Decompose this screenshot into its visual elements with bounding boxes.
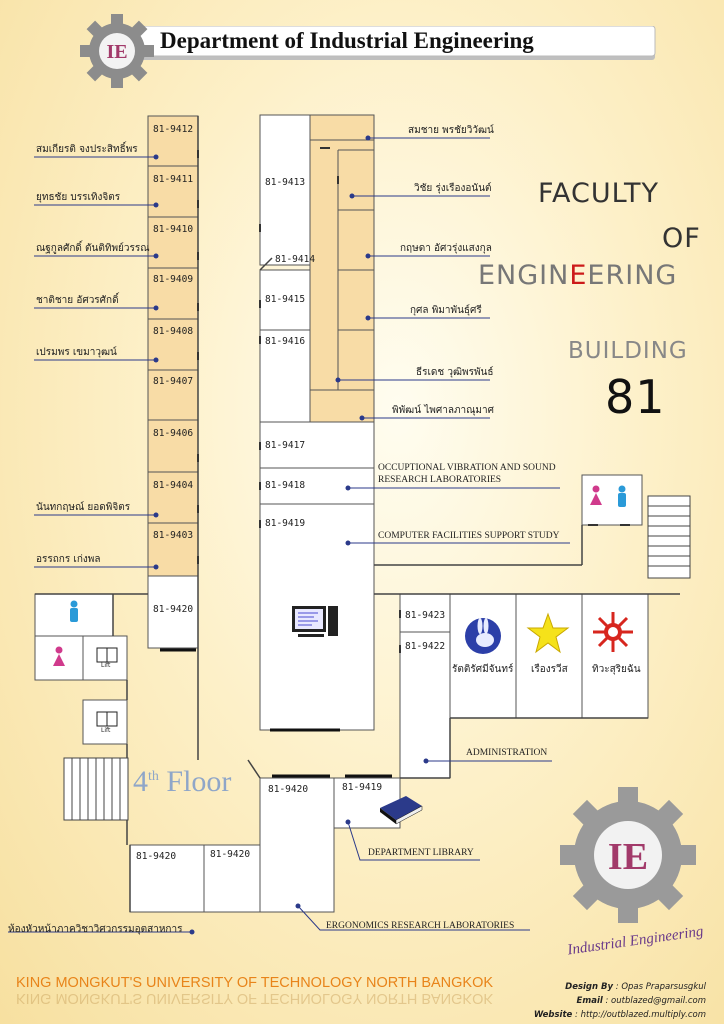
logo-caption: Industrial Engineering <box>565 924 704 955</box>
room-9410[interactable]: 81-9410 <box>153 224 194 235</box>
staff-label: ยุทธชัย บรรเทิงจิตร <box>36 192 121 203</box>
staff-label: กุศล พิมาพันธุ์ศรี <box>410 305 482 316</box>
star-room-label: เรืองรวีส <box>531 664 568 675</box>
room-9411[interactable]: 81-9411 <box>153 174 194 185</box>
room-9420-bottom[interactable]: 81-9420 <box>268 784 309 795</box>
staff-label: วิชัย รุ่งเรืองอนันต์ <box>414 183 492 194</box>
university-name: KING MONGKUT'S UNIVERSITY OF TECHNOLOGY … <box>16 975 494 991</box>
page-title: Department of Industrial Engineering <box>160 28 534 53</box>
room-9420-head-a[interactable]: 81-9420 <box>136 851 177 862</box>
room-9409[interactable]: 81-9409 <box>153 274 194 285</box>
lab-ergonomics: ERGONOMICS RESEARCH LABORATORIES <box>326 921 515 931</box>
staff-label: กฤษดา อัศวรุ่งแสงกุล <box>400 243 492 254</box>
staff-label: พิพัฒน์ ไพศาลภาณุมาศ <box>392 405 494 416</box>
female-restroom-icon <box>53 485 602 666</box>
faculty-line5: 81 <box>605 370 666 424</box>
staff-label: สมชาย พรชัยวิวัฒน์ <box>408 125 494 136</box>
staff-label: ชาติชาย อัศวรศักดิ์ <box>36 295 119 306</box>
staff-label: เปรมพร เขมาวุฒน์ <box>36 347 117 358</box>
room-9416[interactable]: 81-9416 <box>265 336 306 347</box>
room-9418[interactable]: 81-9418 <box>265 480 306 491</box>
faculty-line4: BUILDING <box>568 338 688 364</box>
faculty-e-accent: EERING <box>569 260 678 291</box>
staff-label: ธีรเดช วุฒิพรพันธ์ <box>416 367 494 378</box>
lab-computer: COMPUTER FACILITIES SUPPORT STUDY <box>378 531 560 541</box>
lab-occupational-line1: OCCUPTIONAL VIBRATION AND SOUND <box>378 463 556 473</box>
lab-administration: ADMINISTRATION <box>466 748 548 758</box>
lab-occupational-line2: RESEARCH LABORATORIES <box>378 475 502 485</box>
staff-label: อรรถกร เก่งพล <box>36 554 101 565</box>
room-9407[interactable]: 81-9407 <box>153 376 194 387</box>
room-9403[interactable]: 81-9403 <box>153 530 194 541</box>
staff-label: สมเกียรติ จงประสิทธิ์พร <box>36 144 138 155</box>
staff-label: นันทกฤษณ์ ยอดพิจิตร <box>36 502 131 513</box>
male-restroom-icon <box>70 485 626 622</box>
faculty-line1: FACULTY <box>538 178 659 209</box>
room-9417[interactable]: 81-9417 <box>265 440 306 451</box>
ie-logo-bottom: IE Industrial Engineering <box>560 787 705 955</box>
star-icon <box>526 612 570 654</box>
logo-text-large: IE <box>608 836 648 878</box>
header-bar <box>140 26 656 60</box>
room-9414[interactable]: 81-9414 <box>275 254 316 265</box>
room-9406[interactable]: 81-9406 <box>153 428 194 439</box>
floor-label: 4th Floor <box>133 765 232 798</box>
sun-icon <box>593 612 633 652</box>
email-credit[interactable]: Email : outblazed@gmail.com <box>576 996 706 1006</box>
rabbit-room-label: รัตติรัศมีจันทร์ <box>452 664 514 675</box>
room-9408[interactable]: 81-9408 <box>153 326 194 337</box>
staff-label: ณฐกูลศักดิ์ ตันติทิพย์วรรณ <box>36 243 150 254</box>
room-9419-library[interactable]: 81-9419 <box>342 782 383 793</box>
room-9404[interactable]: 81-9404 <box>153 480 194 491</box>
room-9422[interactable]: 81-9422 <box>405 641 446 652</box>
room-9415[interactable]: 81-9415 <box>265 294 306 305</box>
room-9423[interactable]: 81-9423 <box>405 610 446 621</box>
room-9413[interactable]: 81-9413 <box>265 177 306 188</box>
faculty-line2: OF <box>662 223 701 254</box>
computer-icon <box>292 606 338 637</box>
room-9420-left[interactable]: 81-9420 <box>153 604 194 615</box>
head-office-label: ห้องหัวหน้าภาควิชาวิศวกรรมอุตสาหการ <box>8 924 183 935</box>
design-credit: Design By : Opas Praparsusgkul <box>565 982 706 992</box>
lift-label: Lift <box>101 727 111 734</box>
book-icon <box>380 796 423 825</box>
logo-text: IE <box>106 41 127 63</box>
lab-library: DEPARTMENT LIBRARY <box>368 848 474 858</box>
website-credit[interactable]: Website : http://outblazed.multiply.com <box>533 1010 706 1020</box>
ie-logo-top: IE <box>80 14 154 88</box>
room-9420-head-b[interactable]: 81-9420 <box>210 849 251 860</box>
lift-label: Lift <box>101 662 111 669</box>
rabbit-icon <box>465 618 501 654</box>
room-9419[interactable]: 81-9419 <box>265 518 306 529</box>
university-name-reflection: KING MONGKUT'S UNIVERSITY OF TECHNOLOGY … <box>16 990 494 1006</box>
sun-room-label: ทิวะสุริยฉัน <box>592 664 641 675</box>
room-9412[interactable]: 81-9412 <box>153 124 194 135</box>
faculty-line3: ENGINEERING <box>478 260 678 291</box>
lift-icon <box>96 647 118 727</box>
